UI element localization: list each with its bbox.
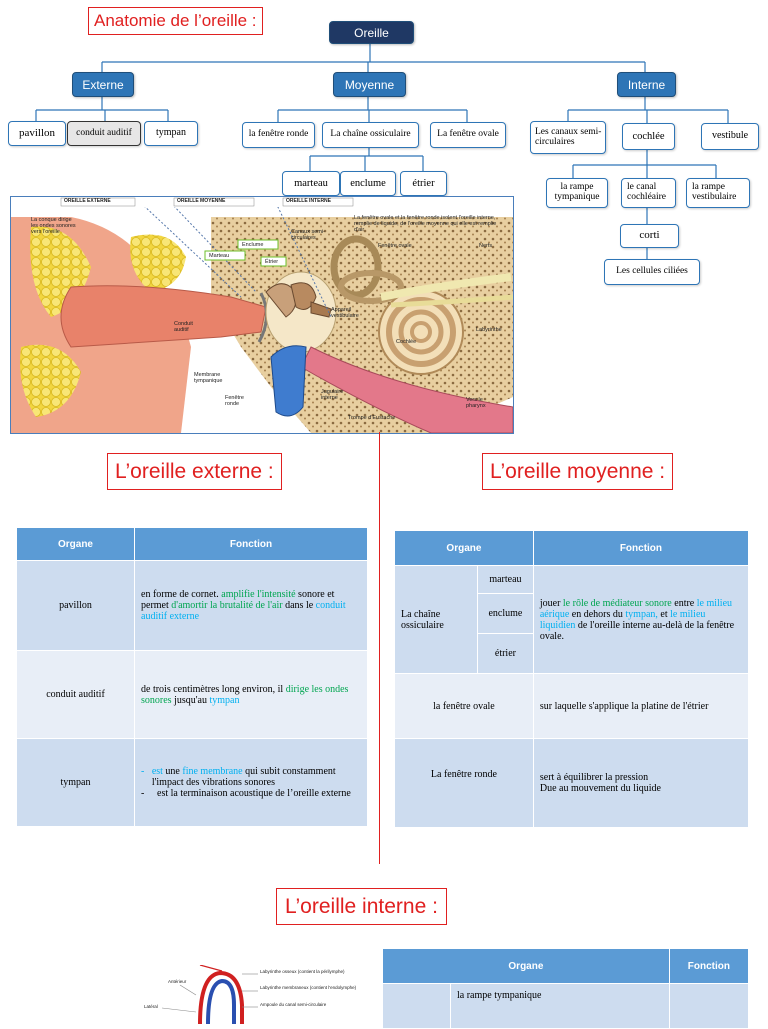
table-oreille-externe: Organe Fonction pavillon en forme de cor… xyxy=(16,527,368,827)
label-jugulaire: Jugulaire interne xyxy=(321,389,344,402)
label-nerfs: Nerfs xyxy=(479,243,493,249)
label-labyrinthe-osseux: Labyrinthe osseux (contient la périlymph… xyxy=(260,969,345,974)
label-labyrinthe-membraneux: Labyrinthe membraneux (contient l'endoly… xyxy=(260,985,357,990)
col-header-fonction: Fonction xyxy=(668,948,750,984)
col-header-organe: Organe xyxy=(382,948,670,984)
tree-node-etrier: étrier xyxy=(400,171,447,196)
section-title-moyenne: L’oreille moyenne : xyxy=(482,453,674,490)
cell-rampe: la rampe tympanique xyxy=(450,983,670,1029)
label-ampoule: Ampoule du canal semi-circulaire xyxy=(260,1002,327,1007)
cell-ovale-fonction: sur laquelle s'applique la platine de l'… xyxy=(532,673,750,739)
cell-fonction: en forme de cornet. amplifie l'intensité… xyxy=(134,560,368,651)
column-divider xyxy=(379,432,380,864)
table-row: La fenêtre ronde sert à équilibrer la pr… xyxy=(394,738,750,828)
tree-node-marteau: marteau xyxy=(282,171,340,196)
cell-empty xyxy=(382,983,451,1029)
cell-organe: conduit auditif xyxy=(16,650,135,739)
cell-organe: tympan xyxy=(16,738,135,827)
col-header-fonction: Fonction xyxy=(134,527,368,561)
tree-node-enclume: enclume xyxy=(340,171,396,196)
tree-node-oreille: Oreille xyxy=(329,21,414,44)
label-lateral: Latéral xyxy=(144,1004,158,1009)
label-conduit: Conduit auditif xyxy=(174,321,193,334)
tree-node-interne: Interne xyxy=(617,72,676,97)
cell-ovale: la fenêtre ovale xyxy=(394,673,534,739)
label-vers-pharynx: Vers le pharynx xyxy=(466,397,486,410)
inner-ear-illustration: Labyrinthe osseux (contient la périlymph… xyxy=(130,965,370,1024)
table-row: pavillon en forme de cornet. amplifie l'… xyxy=(16,560,368,651)
ear-anatomy-illustration: OREILLE EXTERNE OREILLE MOYENNE OREILLE … xyxy=(10,196,514,434)
tree-node-canal-cochleaire: le canal cochléaire xyxy=(621,178,676,208)
tree-node-chaine: La chaîne ossiculaire xyxy=(322,122,419,148)
label-cochlee: Cochlée xyxy=(396,339,417,345)
cell-chaine: La chaîne ossiculaire xyxy=(394,565,478,674)
cell-marteau: marteau xyxy=(477,565,534,594)
tree-node-fenetre-ronde: la fenêtre ronde xyxy=(242,122,315,148)
col-header-organe: Organe xyxy=(394,530,534,566)
table-row: tympan -est une fine membrane qui subit … xyxy=(16,738,368,827)
section-title-externe: L’oreille externe : xyxy=(107,453,282,490)
label-oreille-interne: OREILLE INTERNE xyxy=(286,198,332,204)
table-row: la rampe tympanique xyxy=(382,983,750,1029)
table-row: la fenêtre ovale sur laquelle s'applique… xyxy=(394,673,750,739)
cell-chaine-fonction: jouer le rôle de médiateur sonore entre … xyxy=(532,565,750,674)
cell-organe: pavillon xyxy=(16,560,135,651)
label-oreille-externe: OREILLE EXTERNE xyxy=(64,198,111,204)
cell-rampe-fonction xyxy=(668,983,750,1029)
cell-fonction: de trois centimètres long environ, il di… xyxy=(134,650,368,739)
tree-node-fenetre-ovale: La fenêtre ovale xyxy=(430,122,506,148)
cell-ronde: La fenêtre ronde xyxy=(394,738,534,828)
tree-node-corti: corti xyxy=(620,224,679,248)
page-title: Anatomie de l’oreille : xyxy=(88,7,263,35)
cell-enclume: enclume xyxy=(477,593,534,634)
tree-node-conduit: conduit auditif xyxy=(67,121,141,146)
tree-node-pavillon: pavillon xyxy=(8,121,66,146)
tree-node-rampe-tympanique: la rampe tympanique xyxy=(546,178,608,208)
tree-node-tympan: tympan xyxy=(144,121,198,146)
label-trompe: Trompe d'Eustache xyxy=(348,415,396,421)
label-appareil: Appareil vestibulaire xyxy=(331,307,359,320)
table-row: La chaîne ossiculaire marteau jouer le r… xyxy=(394,565,750,674)
label-anterieur: Antérieur xyxy=(168,979,187,984)
label-fenetres-note: La fenêtre ovale et la fenêtre ronde iso… xyxy=(354,215,497,234)
tree-connectors xyxy=(35,42,729,259)
label-oreille-moyenne: OREILLE MOYENNE xyxy=(177,198,226,204)
tree-node-canaux: Les canaux semi-circulaires xyxy=(530,121,606,154)
table-oreille-interne: Organe Fonction la rampe tympanique xyxy=(382,948,750,1029)
col-header-fonction: Fonction xyxy=(532,530,750,566)
ear-anatomy-drawing xyxy=(11,197,513,433)
section-title-interne: L’oreille interne : xyxy=(276,888,447,925)
col-header-organe: Organe xyxy=(16,527,135,561)
tree-node-cochlee: cochlée xyxy=(622,123,675,150)
label-conque: La conque dirige les ondes sonores vers … xyxy=(31,217,76,236)
tree-node-moyenne: Moyenne xyxy=(333,72,406,97)
label-etrier: Étrier xyxy=(265,259,279,265)
label-labyrinthe: Labyrinthe xyxy=(476,327,502,333)
label-canaux: Canaux semi-circulaires xyxy=(291,229,325,242)
label-membrane: Membrane tympanique xyxy=(194,372,223,385)
cell-etrier: étrier xyxy=(477,633,534,674)
cell-fonction: -est une fine membrane qui subit constam… xyxy=(134,738,368,827)
label-fenetre-ronde: Fenêtre ronde xyxy=(225,395,244,408)
table-oreille-moyenne: Organe Fonction La chaîne ossiculaire ma… xyxy=(394,530,750,828)
tree-node-vestibule: vestibule xyxy=(701,123,759,150)
inner-ear-drawing xyxy=(161,965,258,1024)
label-enclume: Enclume xyxy=(242,242,264,248)
table-row: conduit auditif de trois centimètres lon… xyxy=(16,650,368,739)
label-marteau: Marteau xyxy=(209,253,230,259)
tree-node-externe: Externe xyxy=(72,72,134,97)
tree-node-cellules: Les cellules ciliées xyxy=(604,259,700,285)
tree-node-rampe-vestibulaire: la rampe vestibulaire xyxy=(686,178,750,208)
label-fenetre-ovale: Fenêtre ovale xyxy=(378,243,412,249)
